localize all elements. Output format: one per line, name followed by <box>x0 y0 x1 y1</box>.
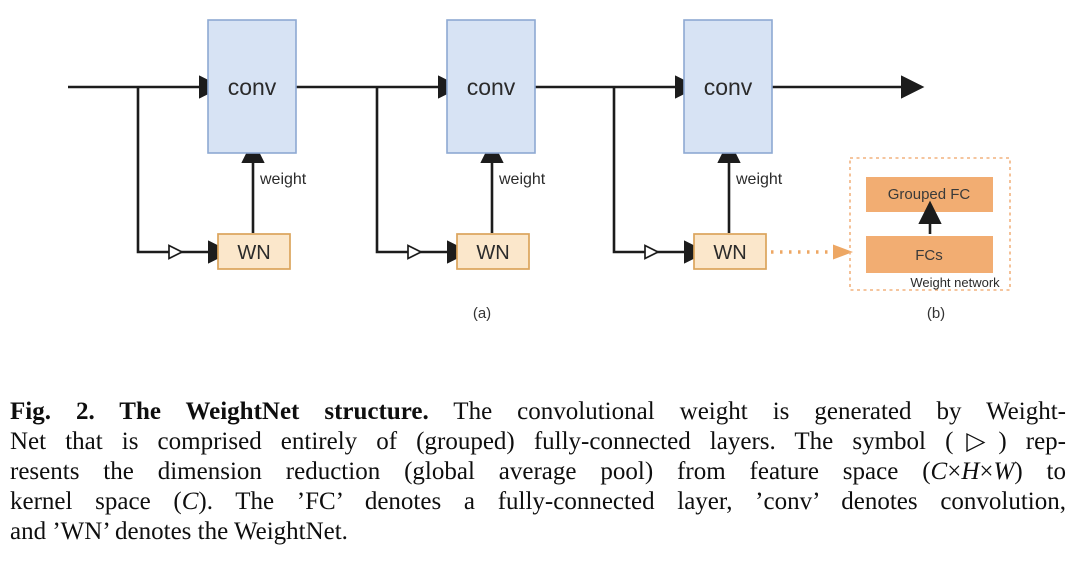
branch-wire <box>375 87 471 264</box>
conv-box <box>446 19 536 154</box>
branch-wire <box>612 87 708 264</box>
weightnet-unit-1: conv weight WN <box>136 19 307 270</box>
global-average-pool-triangle-icon <box>168 244 184 260</box>
wn-box <box>456 233 530 270</box>
math-times: × <box>979 458 994 485</box>
grouped-fc-label: Grouped FC <box>888 186 971 203</box>
weightnet-figure: conv weight WN conv weight WN conv weigh… <box>10 19 1066 547</box>
wn-label: WN <box>237 242 270 264</box>
fcs-label: FCs <box>915 247 943 264</box>
weight-network-panel: Grouped FC FCs Weight network <box>849 157 1011 291</box>
global-average-pool-triangle-icon <box>644 244 660 260</box>
figure-caption: Fig. 2. The WeightNet structure. The con… <box>10 397 1066 547</box>
caption-line-4: kernel space (C). The ’FC’ denotes a ful… <box>10 487 1066 517</box>
math-var-w: W <box>993 458 1015 485</box>
caption-text: The convolutional weight is generated by… <box>428 398 1066 425</box>
weight-network-caption: Weight network <box>910 275 1000 290</box>
caption-text: ). The ’FC’ denotes a fully-connected la… <box>198 488 1066 515</box>
weight-network-dashed-border <box>849 157 1011 291</box>
conv-label: conv <box>228 74 277 100</box>
wn-label: WN <box>713 242 746 264</box>
math-var-h: H <box>961 458 980 485</box>
wn-box <box>217 233 291 270</box>
weight-label: weight <box>735 171 783 188</box>
caption-text: ) to <box>1014 458 1066 485</box>
weightnet-unit-2: conv weight WN <box>375 19 546 270</box>
caption-line-3: resents the dimension reduction (global … <box>10 457 1066 487</box>
caption-text: kernel space ( <box>10 488 182 515</box>
caption-text: resents the dimension reduction (global … <box>10 458 931 485</box>
wn-label: WN <box>476 242 509 264</box>
fcs-box <box>866 236 993 273</box>
caption-line-2: Net that is comprised entirely of (group… <box>10 427 1066 457</box>
global-average-pool-triangle-icon <box>407 244 423 260</box>
conv-label: conv <box>704 74 753 100</box>
weight-label: weight <box>259 171 307 188</box>
weightnet-unit-3: conv weight WN <box>612 19 783 270</box>
wn-expansion-arrowhead-icon <box>833 244 853 260</box>
math-var-c: C <box>181 488 199 515</box>
wn-box <box>693 233 767 270</box>
caption-line-5: and ’WN’ denotes the WeightNet. <box>10 517 1066 547</box>
subfigure-label-b: (b) <box>927 305 945 322</box>
caption-text: Net that is comprised entirely of (group… <box>10 428 1066 455</box>
weightnet-diagram: conv weight WN conv weight WN conv weigh… <box>68 19 1011 322</box>
weight-label: weight <box>498 171 546 188</box>
conv-box <box>683 19 773 154</box>
caption-figure-number: Fig. 2. The WeightNet structure. <box>10 398 429 425</box>
conv-label: conv <box>467 74 516 100</box>
caption-text: and ’WN’ denotes the WeightNet. <box>10 518 348 545</box>
math-times: × <box>947 458 962 485</box>
math-var-c: C <box>930 458 948 485</box>
branch-wire <box>136 87 232 264</box>
subfigure-label-a: (a) <box>473 305 491 322</box>
conv-box <box>207 19 297 154</box>
caption-line-1: Fig. 2. The WeightNet structure. The con… <box>10 397 1066 427</box>
